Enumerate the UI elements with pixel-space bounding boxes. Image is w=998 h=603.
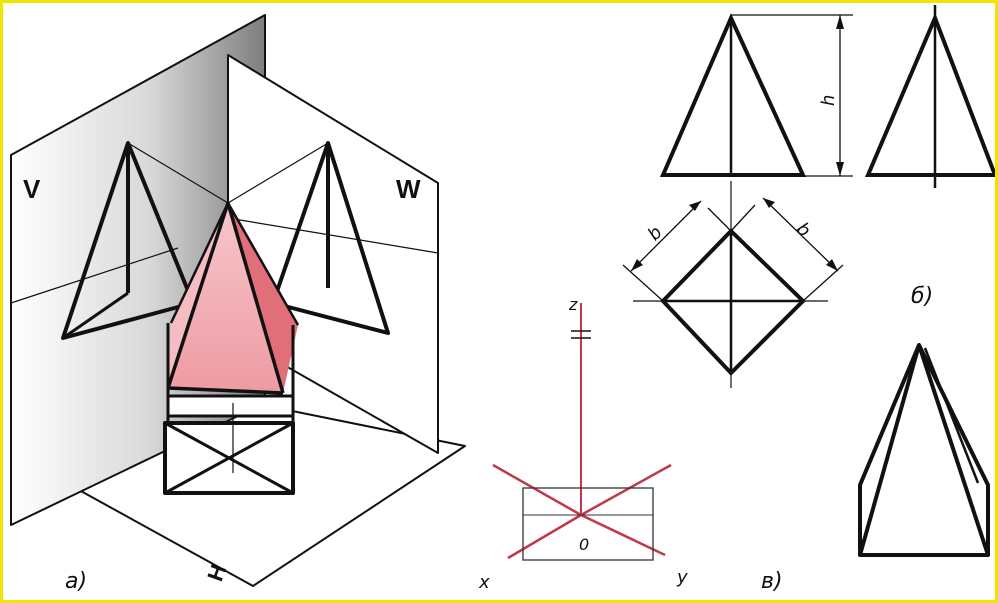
- v-projection: [61, 141, 195, 340]
- axis-label-y: y: [676, 567, 688, 588]
- panel-a-isometric: V W H а): [10, 14, 466, 594]
- pyramid-face-right: [228, 203, 298, 393]
- dimension-h: h: [818, 95, 839, 106]
- projection-diagram: V W H а) h: [10, 5, 995, 594]
- axis-y: [580, 463, 672, 517]
- height-dimension: [731, 14, 853, 177]
- panel-c-axonometric: z x y 0 в): [478, 295, 990, 594]
- panel-label-c: в): [761, 569, 783, 594]
- side-view: [864, 5, 995, 188]
- top-view: [633, 181, 828, 388]
- base-dimensions: [622, 197, 844, 302]
- h-projection: [163, 394, 295, 495]
- pyramid-outline: [166, 202, 300, 395]
- panel-label-b: б): [911, 284, 933, 309]
- front-view: [659, 13, 807, 177]
- panel-b-orthographic: h b b б): [622, 5, 995, 388]
- plane-label-v: V: [23, 174, 41, 204]
- plane-label-w: W: [396, 174, 421, 204]
- dimension-b-left: b: [644, 222, 667, 245]
- panel-label-a: а): [65, 569, 87, 594]
- axis-label-z: z: [568, 295, 578, 314]
- axis-label-x: x: [478, 572, 490, 593]
- pyramid-face-front: [168, 203, 283, 393]
- dimension-b-right: b: [792, 218, 815, 241]
- axis-x: [492, 463, 582, 517]
- origin-label: 0: [579, 535, 589, 554]
- w-projection: [271, 141, 390, 335]
- axonometric-pyramid: [858, 343, 990, 557]
